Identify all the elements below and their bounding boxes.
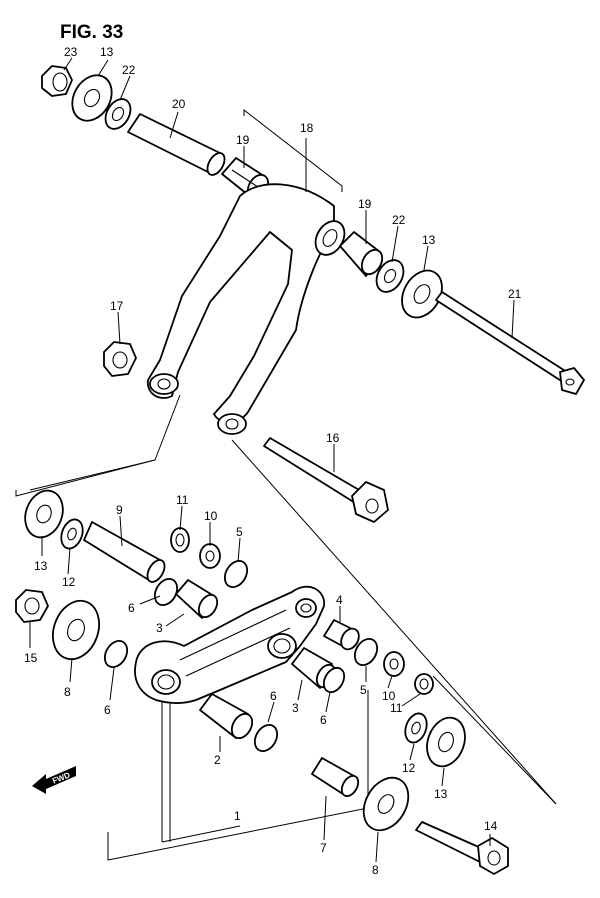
bearing-4: [323, 619, 360, 651]
washer-12-right: [404, 712, 428, 744]
callout-8: 8: [64, 685, 71, 699]
callout-5: 5: [236, 525, 243, 539]
callout-19: 19: [358, 197, 372, 211]
callout-6: 6: [104, 703, 111, 717]
washer-13-left: [24, 489, 64, 539]
callout-6: 6: [270, 689, 277, 703]
callout-23: 23: [64, 45, 78, 59]
callout-22: 22: [122, 63, 136, 77]
callout-18: 18: [300, 121, 314, 135]
callout-16: 16: [326, 431, 340, 445]
washer-22-right: [375, 259, 405, 293]
washer-12-left: [60, 518, 84, 550]
callout-20: 20: [172, 97, 186, 111]
callout-10: 10: [382, 689, 396, 703]
callout-1: 1: [234, 809, 241, 823]
oil-seal-5-lower: [353, 637, 379, 667]
bolt-14: [415, 821, 509, 875]
bearing-2: [199, 693, 254, 740]
callout-13: 13: [422, 233, 436, 247]
callout-3: 3: [292, 701, 299, 715]
spacer-7: [311, 757, 360, 798]
callout-9: 9: [116, 503, 123, 517]
callout-12: 12: [402, 761, 416, 775]
washer-10-lower: [383, 651, 405, 677]
bolt-16: [263, 437, 389, 523]
collar-11-upper: [170, 527, 190, 553]
fwd-label: FWD: [51, 770, 71, 785]
cushion-rod-1: [134, 585, 325, 704]
callout-12: 12: [62, 575, 76, 589]
callout-15: 15: [24, 651, 38, 665]
callout-14: 14: [484, 819, 498, 833]
washer-22-upper: [104, 98, 132, 130]
callout-6: 6: [320, 713, 327, 727]
bearing-3-upper: [175, 579, 219, 619]
callout-17: 17: [110, 299, 124, 313]
bearing-19-right: [339, 231, 384, 277]
nut-23: [41, 65, 73, 97]
nut-15: [15, 589, 49, 623]
callout-13: 13: [34, 559, 48, 573]
cushion-lever-18: [147, 183, 346, 435]
figure-title: FIG. 33: [60, 22, 123, 43]
washer-8-lower: [362, 776, 410, 832]
washer-8-left: [52, 599, 100, 661]
callout-2: 2: [214, 753, 221, 767]
callout-5: 5: [360, 683, 367, 697]
nut-17: [103, 341, 137, 377]
washer-13-lower: [426, 716, 466, 768]
oil-seal-6-a: [153, 577, 179, 607]
collar-11-lower: [414, 673, 434, 695]
callout-22: 22: [392, 213, 406, 227]
callout-11: 11: [176, 493, 189, 507]
callout-10: 10: [204, 509, 218, 523]
washer-13-upper: [71, 74, 113, 122]
callout-6: 6: [128, 601, 135, 615]
callout-4: 4: [336, 593, 343, 607]
oil-seal-6-d: [253, 723, 279, 753]
callout-13: 13: [434, 787, 448, 801]
oil-seal-5-upper: [223, 559, 249, 589]
forward-direction-arrow-icon: FWD: [32, 766, 76, 794]
callout-labels: 23 13 22 20 18 19 19 22 13 21 17 16 9 11…: [24, 45, 522, 877]
bolt-21: [435, 291, 585, 395]
callout-21: 21: [508, 287, 522, 301]
washer-10-upper: [199, 543, 221, 569]
callout-11: 11: [390, 701, 403, 715]
callout-7: 7: [320, 841, 327, 855]
washer-13-right: [401, 269, 443, 319]
callout-leaders: [29, 57, 515, 863]
oil-seal-6-b: [103, 639, 129, 669]
callout-19: 19: [236, 133, 250, 147]
callout-3: 3: [156, 621, 163, 635]
callout-8: 8: [372, 863, 379, 877]
callout-13: 13: [100, 45, 114, 59]
oil-seal-6-c: [322, 666, 346, 694]
spacer-9: [83, 521, 166, 583]
assembly-reference-lines: [15, 108, 557, 861]
spacer-20: [127, 113, 226, 176]
